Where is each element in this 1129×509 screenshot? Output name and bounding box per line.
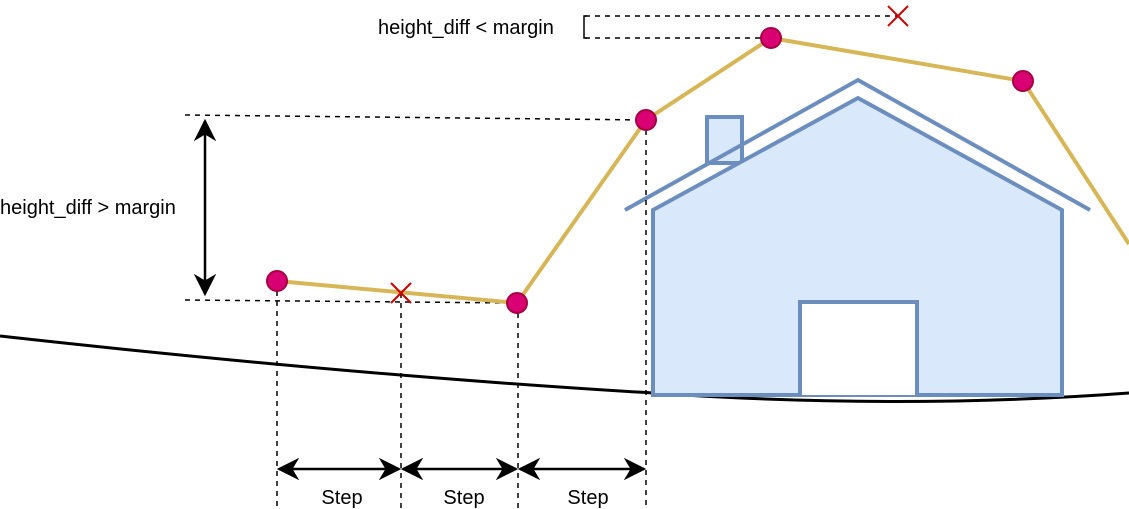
sample-point [635,109,657,131]
guide-top-large [184,114,648,121]
ground-line [0,334,1129,403]
step-label: Step [567,487,608,509]
sample-point [266,270,288,292]
height-profile-line [276,35,1129,306]
height-diff-small-label: height_diff < margin [378,17,554,39]
x-mark-icon [390,282,412,304]
sample-points [266,27,1034,314]
sample-point [1012,70,1034,92]
house-door [798,300,919,395]
step-label: Step [321,487,362,509]
house-icon [624,77,1091,397]
step-label: Step [443,487,484,509]
guide-bottom-large [184,299,518,304]
chimney [705,115,744,165]
x-mark-icon [887,5,909,27]
height-diff-large-label: height_diff > margin [0,197,176,219]
roof-line [624,77,1091,212]
house-body [651,95,1064,397]
sample-point [760,27,782,49]
height-diff-bracket [583,15,587,39]
sample-point [506,292,528,314]
